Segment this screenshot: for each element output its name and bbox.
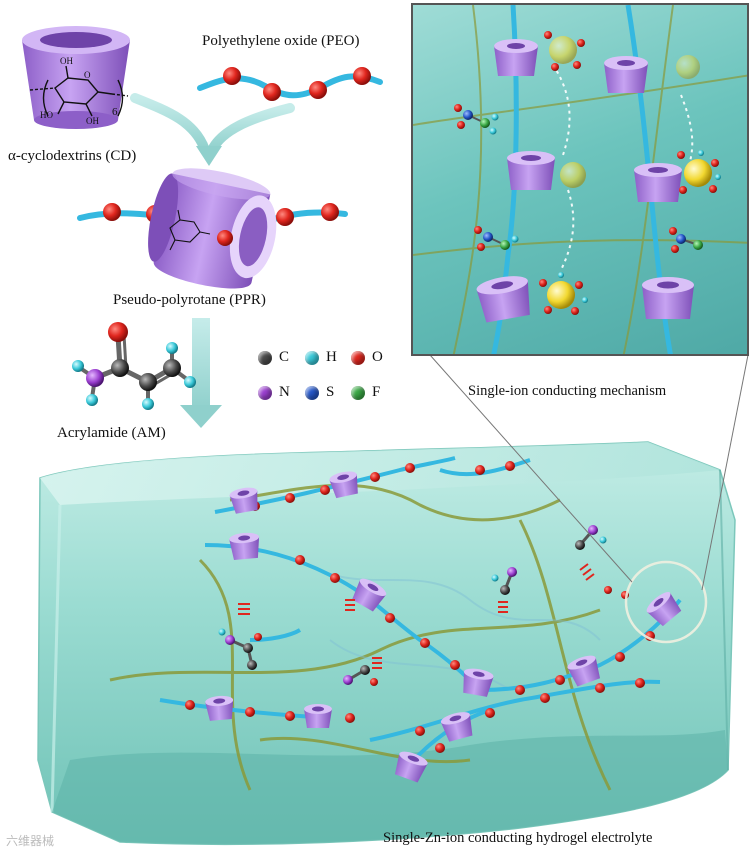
- peo-chain: [197, 67, 383, 101]
- callout-line-right: [701, 354, 749, 591]
- am-label: Acrylamide (AM): [57, 425, 166, 441]
- cd-subscript: 6: [112, 106, 118, 118]
- panel-cd-rings: [476, 39, 694, 323]
- oh-group-1: OH: [60, 56, 73, 66]
- glucose-structure: [29, 65, 129, 117]
- legend-item-f: F: [351, 384, 380, 401]
- gel-hydrogen-bonds: [238, 563, 595, 669]
- legend-label-n: N: [279, 384, 290, 400]
- legend-swatch-n: [258, 385, 272, 400]
- legend-item-s: S: [305, 384, 334, 401]
- oh-group-3: OH: [86, 116, 99, 126]
- gel-acrylamide-molecules: [218, 525, 629, 686]
- polyacrylamide-strands: [109, 483, 612, 791]
- down-arrow: [180, 318, 222, 428]
- panel-zn-ions: [547, 36, 712, 309]
- panel-water-molecules: [539, 31, 721, 315]
- legend-label-f: F: [372, 384, 381, 400]
- legend-item-h: H: [305, 349, 337, 366]
- legend-swatch-h: [305, 350, 319, 365]
- ppr-label: Pseudo-polyrotane (PPR): [113, 292, 266, 308]
- panel-anion-groups: [454, 104, 703, 253]
- legend-item-o: O: [351, 349, 383, 366]
- legend-item-n: N: [258, 384, 290, 401]
- acrylamide-molecule: [72, 322, 196, 410]
- mechanism-canvas: [413, 5, 747, 354]
- legend-swatch-f: [351, 385, 365, 400]
- zoom-highlight-circle: [624, 560, 708, 644]
- peo-label: Polyethylene oxide (PEO): [202, 33, 360, 49]
- legend-swatch-c: [258, 350, 272, 365]
- watermark: 六维器械: [6, 834, 55, 848]
- legend-item-c: C: [258, 349, 289, 366]
- hydrogel-block: [37, 441, 736, 846]
- mechanism-panel: [411, 3, 749, 356]
- legend-swatch-o: [351, 350, 365, 365]
- mechanism-caption: Single-ion conducting mechanism: [468, 383, 667, 399]
- cyclodextrin-cup-icon: [22, 26, 130, 129]
- legend-label-o: O: [372, 349, 383, 365]
- oh-group-2: HO: [40, 110, 53, 120]
- ppr-structure: [77, 168, 348, 289]
- gel-cyclodextrin-rings: [205, 471, 682, 783]
- legend-swatch-s: [305, 385, 319, 400]
- cd-label: α-cyclodextrins (CD): [8, 148, 137, 164]
- electrolyte-caption: Single-Zn-ion conducting hydrogel electr…: [383, 830, 653, 846]
- legend-label-s: S: [326, 384, 335, 400]
- legend-label-c: C: [279, 349, 290, 365]
- ring-oxygen: O: [84, 70, 91, 80]
- legend-label-h: H: [326, 349, 337, 365]
- merge-arrow: [130, 93, 295, 166]
- callout-line-left: [429, 354, 633, 583]
